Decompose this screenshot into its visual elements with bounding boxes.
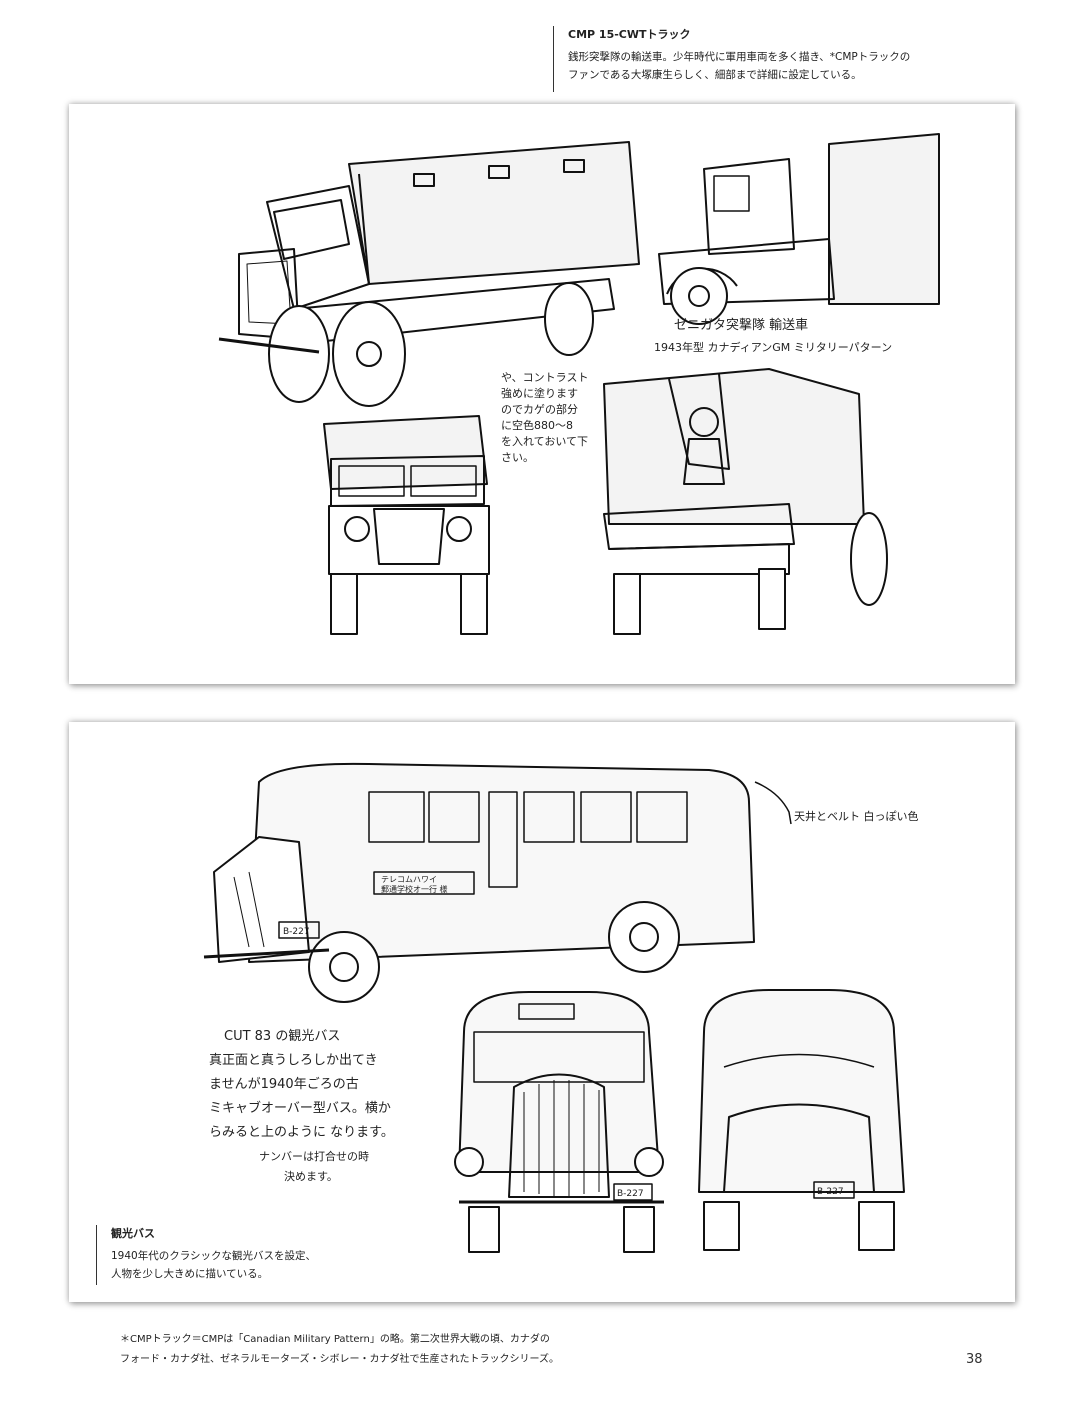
truck-handwritten-spec: 1943年型 カナディアンGM ミリタリーパターン [654, 340, 892, 354]
svg-text:さい。: さい。 [501, 451, 534, 464]
bus-side-drawing [203, 762, 755, 1003]
svg-text:ミキャブオーバー型バス。横か: ミキャブオーバー型バス。横か [209, 1100, 391, 1116]
svg-text:決めます。: 決めます。 [284, 1170, 338, 1183]
truck-caption-line: ファンである大塚康生らしく、細部まで詳細に設定している。 [568, 69, 862, 81]
bus-caption-line: 人物を少し大きめに描いている。 [111, 1268, 269, 1280]
bus-license-plate: B-227 [283, 927, 310, 937]
bus-side-sign-line: 郵通学校オ一行 様 [381, 884, 448, 894]
svg-text:ナンバーは打合せの時: ナンバーは打合せの時 [259, 1149, 369, 1163]
svg-text:のでカゲの部分: のでカゲの部分 [501, 402, 578, 416]
bus-side-sign-line: テレコムハワイ [381, 875, 437, 884]
truck-handwritten-label: ゼニガタ突撃隊 輸送車 [674, 317, 808, 333]
footnote: ＊CMPトラック＝CMPは「Canadian Military Pattern」… [120, 1330, 559, 1370]
bus-caption: 観光バス 1940年代のクラシックな観光バスを設定、 人物を少し大きめに描いてい… [96, 1225, 316, 1285]
truck-side-drawing [658, 133, 940, 325]
bus-sketch-card: 天井とベルト 白っぽい色 テレコムハワイ 郵通学校オ一行 様 B-227 B-2… [69, 722, 1015, 1302]
svg-text:らみると上のように なります。: らみると上のように なります。 [209, 1125, 394, 1140]
bus-caption-title: 観光バス [111, 1227, 155, 1240]
bus-caption-line: 1940年代のクラシックな観光バスを設定、 [111, 1250, 317, 1262]
truck-caption-line: 銭形突撃隊の輸送車。少年時代に軍用車両を多く描き、*CMPトラックの [568, 51, 911, 63]
svg-text:真正面と真うしろしか出てき: 真正面と真うしろしか出てき [209, 1053, 378, 1068]
truck-caption: CMP 15-CWTトラック 銭形突撃隊の輸送車。少年時代に軍用車両を多く描き、… [553, 26, 910, 92]
footnote-line: ＊CMPトラック＝CMPは「Canadian Military Pattern」… [120, 1334, 550, 1345]
svg-text:や、コントラスト: や、コントラスト [501, 371, 588, 384]
truck-sketch-card: ゼニガタ突撃隊 輸送車 1943年型 カナディアンGM ミリタリーパターン や、… [69, 104, 1015, 684]
bus-front-drawing [454, 991, 664, 1253]
svg-text:CUT 83 の観光バス: CUT 83 の観光バス [224, 1029, 340, 1044]
truck-three-quarter-drawing [218, 141, 640, 407]
footnote-line: フォード・カナダ社、ゼネラルモーターズ・シボレー・カナダ社で生産されたトラックシ… [120, 1354, 559, 1365]
truck-sketch-illustration: ゼニガタ突撃隊 輸送車 1943年型 カナディアンGM ミリタリーパターン や、… [218, 133, 940, 635]
svg-text:を入れておいて下: を入れておいて下 [501, 435, 588, 448]
truck-front-drawing [323, 415, 490, 635]
svg-text:に空色880～8: に空色880～8 [501, 418, 573, 432]
svg-text:ませんが1940年ごろの古: ませんが1940年ごろの古 [209, 1076, 359, 1092]
svg-text:強めに塗ります: 強めに塗ります [501, 386, 578, 400]
bus-roof-note: 天井とベルト 白っぽい色 [794, 809, 919, 823]
bus-front-license-plate: B-227 [617, 1189, 644, 1199]
truck-caption-title: CMP 15-CWTトラック [568, 28, 691, 41]
truck-handwritten-memo: や、コントラスト 強めに塗ります のでカゲの部分 に空色880～8 を入れておい… [501, 371, 588, 464]
bus-sketch-illustration: 天井とベルト 白っぽい色 テレコムハワイ 郵通学校オ一行 様 B-227 B-2… [203, 762, 919, 1253]
truck-rear-drawing [603, 368, 888, 635]
bus-rear-drawing [698, 989, 905, 1251]
page-number: 38 [966, 1352, 983, 1367]
bus-rear-license-plate: B-227 [817, 1187, 844, 1197]
bus-handwritten-memo: CUT 83 の観光バス 真正面と真うしろしか出てき ませんが1940年ごろの古… [209, 1029, 394, 1183]
